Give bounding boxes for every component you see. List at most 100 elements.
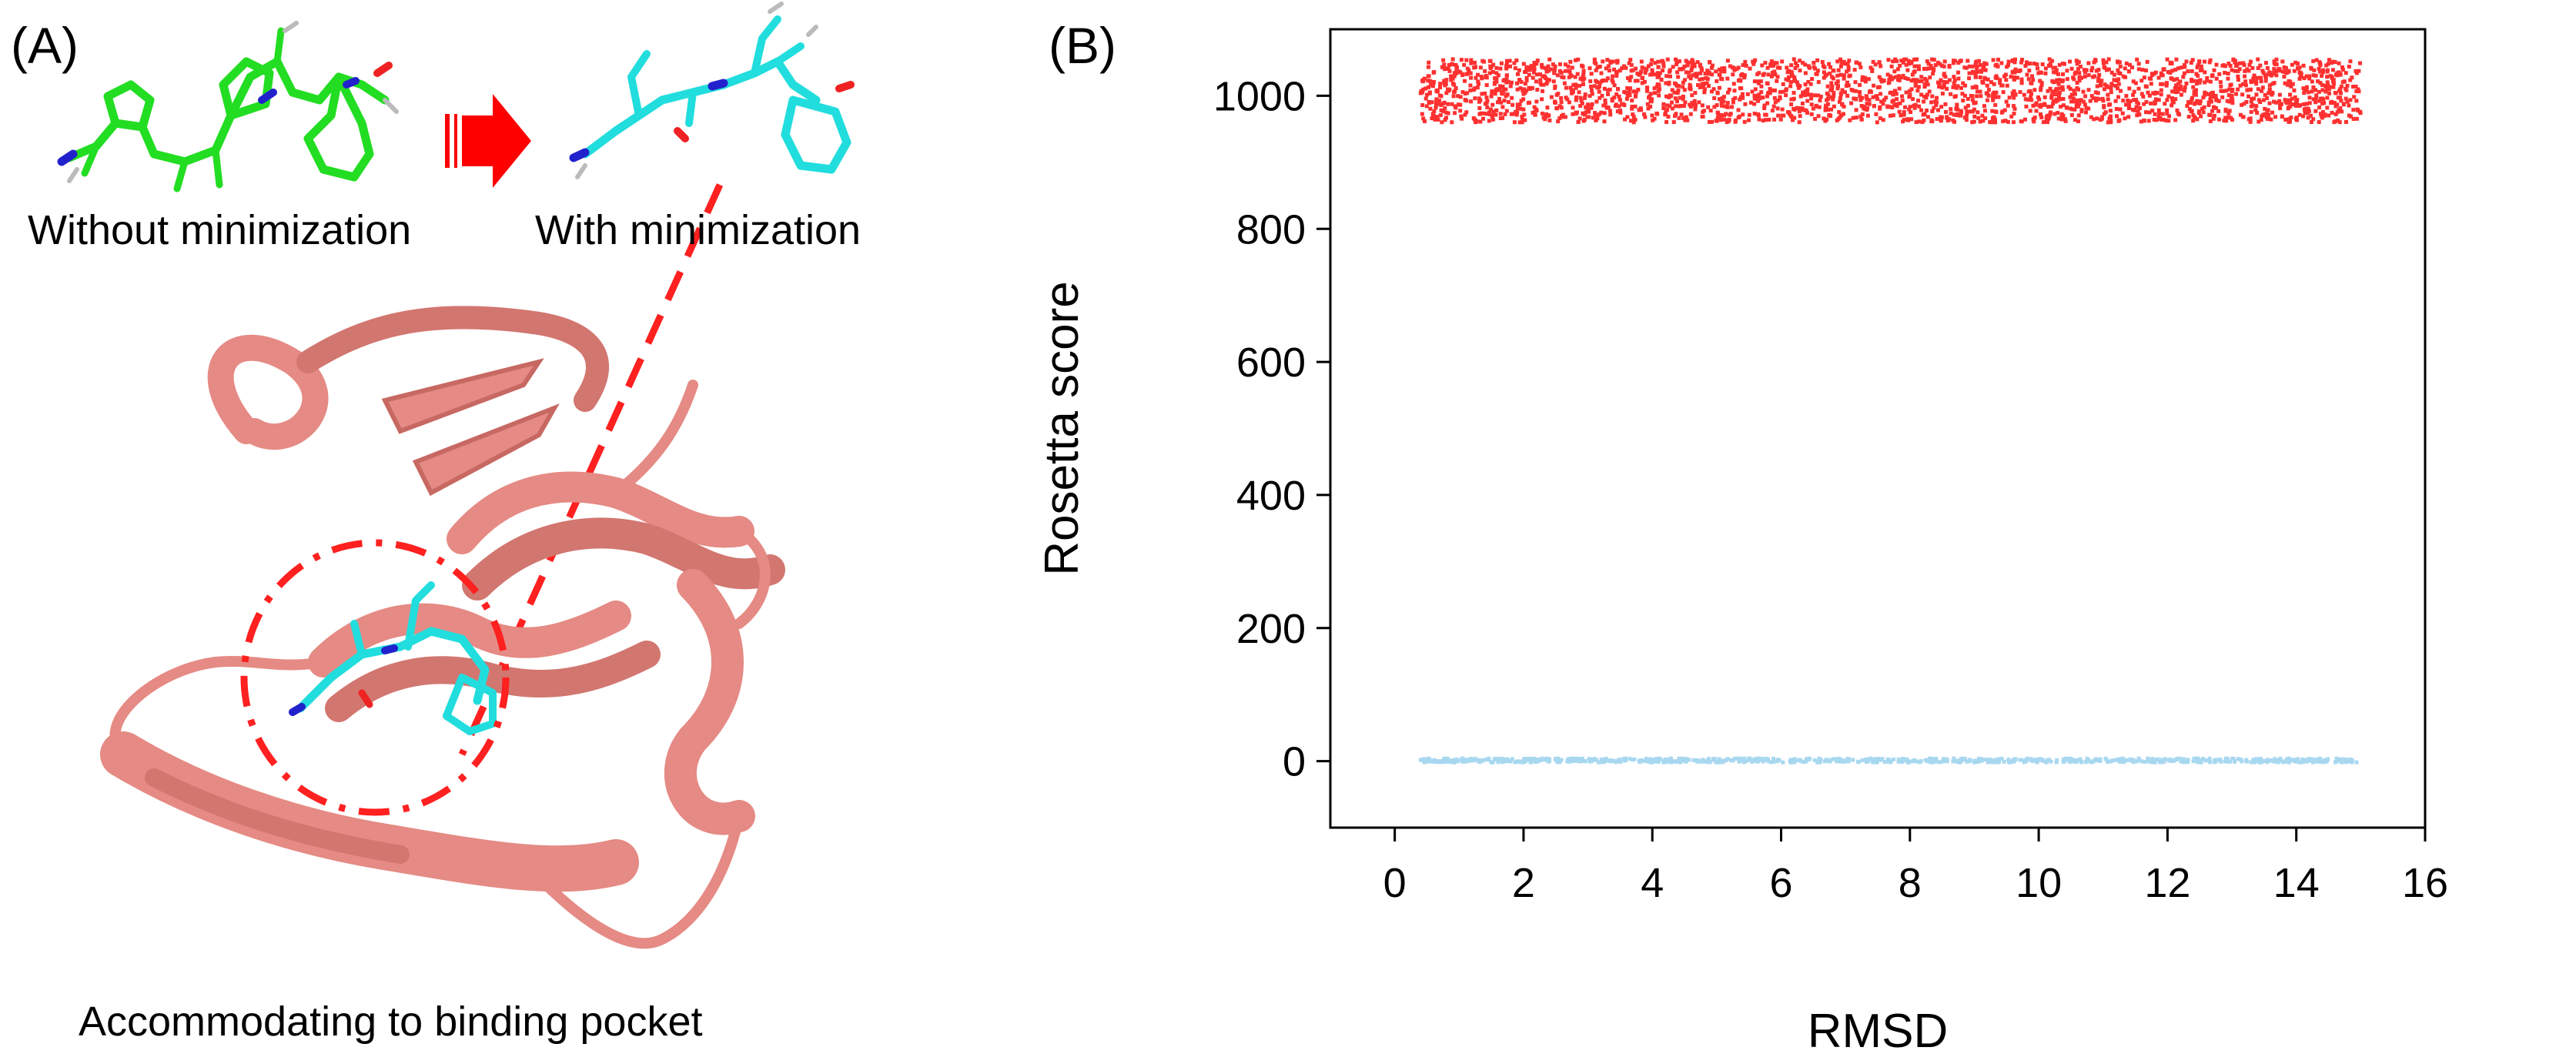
data-point-series-2 bbox=[1510, 757, 1515, 761]
data-point-series-1 bbox=[2192, 89, 2196, 94]
data-point-series-1 bbox=[1679, 112, 1684, 117]
data-point-series-1 bbox=[1678, 95, 1682, 100]
data-point-series-1 bbox=[1700, 114, 1705, 119]
data-point-series-1 bbox=[2283, 81, 2287, 85]
data-point-series-1 bbox=[1842, 104, 1846, 109]
data-point-series-1 bbox=[2340, 80, 2345, 85]
data-point-series-1 bbox=[1674, 104, 1678, 109]
data-point-series-1 bbox=[1590, 88, 1594, 92]
data-point-series-1 bbox=[2290, 96, 2294, 101]
data-point-series-1 bbox=[1798, 94, 1803, 99]
data-point-series-2 bbox=[1718, 759, 1723, 764]
data-point-series-1 bbox=[2041, 120, 2046, 125]
data-point-series-1 bbox=[2106, 67, 2111, 72]
data-point-series-1 bbox=[2174, 83, 2179, 88]
data-point-series-1 bbox=[1795, 82, 1800, 87]
data-point-series-1 bbox=[2187, 107, 2192, 112]
data-point-series-1 bbox=[2071, 96, 2076, 101]
data-point-series-1 bbox=[2054, 92, 2059, 97]
data-point-series-1 bbox=[2095, 96, 2099, 101]
data-point-series-1 bbox=[2083, 74, 2087, 79]
data-point-series-2 bbox=[1931, 760, 1935, 765]
data-point-series-1 bbox=[2038, 70, 2042, 75]
data-point-series-1 bbox=[1553, 100, 1557, 105]
data-point-series-1 bbox=[1614, 92, 1619, 97]
data-point-series-1 bbox=[1607, 87, 1612, 92]
data-point-series-1 bbox=[1428, 106, 1433, 111]
data-point-series-1 bbox=[1769, 74, 1774, 79]
data-point-series-1 bbox=[1701, 82, 1706, 86]
data-point-series-1 bbox=[1630, 104, 1634, 109]
data-point-series-1 bbox=[1972, 114, 1977, 119]
data-point-series-2 bbox=[1987, 758, 1992, 762]
data-point-series-1 bbox=[1527, 72, 1531, 77]
data-point-series-1 bbox=[1762, 106, 1767, 111]
data-point-series-1 bbox=[1935, 116, 1939, 121]
data-point-series-1 bbox=[1687, 74, 1691, 79]
data-point-series-1 bbox=[1426, 65, 1430, 69]
data-point-series-1 bbox=[1792, 115, 1797, 120]
data-point-series-1 bbox=[2056, 94, 2061, 99]
data-point-series-1 bbox=[2012, 77, 2017, 82]
data-point-series-2 bbox=[1944, 758, 1949, 762]
data-point-series-1 bbox=[1463, 112, 1467, 117]
data-point-series-1 bbox=[1523, 118, 1527, 122]
data-point-series-1 bbox=[2254, 79, 2259, 83]
data-point-series-2 bbox=[1628, 757, 1632, 761]
data-point-series-1 bbox=[1665, 103, 1670, 108]
data-point-series-2 bbox=[2049, 759, 2053, 764]
data-point-series-1 bbox=[2127, 105, 2132, 110]
data-point-series-1 bbox=[1557, 115, 1562, 120]
data-point-series-1 bbox=[1499, 61, 1504, 65]
data-point-series-1 bbox=[2116, 95, 2121, 99]
data-point-series-1 bbox=[2263, 92, 2267, 97]
data-point-series-1 bbox=[1931, 72, 1935, 76]
data-point-series-1 bbox=[2191, 85, 2196, 89]
data-point-series-1 bbox=[2324, 63, 2329, 68]
data-point-series-1 bbox=[1766, 72, 1771, 77]
data-point-series-1 bbox=[1446, 66, 1450, 71]
data-point-series-1 bbox=[2283, 98, 2287, 102]
data-point-series-1 bbox=[1552, 68, 1557, 72]
data-point-series-1 bbox=[1761, 72, 1765, 77]
data-point-series-1 bbox=[2258, 63, 2263, 68]
data-point-series-1 bbox=[1842, 73, 1846, 78]
data-point-series-1 bbox=[1933, 63, 1938, 68]
data-point-series-1 bbox=[1442, 100, 1447, 105]
plot-area bbox=[1329, 28, 2427, 829]
data-point-series-1 bbox=[2074, 59, 2079, 63]
data-point-series-1 bbox=[1574, 82, 1578, 87]
data-point-series-1 bbox=[1786, 69, 1791, 73]
data-point-series-1 bbox=[1462, 62, 1467, 67]
data-point-series-1 bbox=[2230, 101, 2235, 105]
data-point-series-1 bbox=[1534, 108, 1539, 112]
data-point-series-1 bbox=[2137, 112, 2142, 117]
data-point-series-1 bbox=[1899, 113, 1903, 118]
data-point-series-1 bbox=[1765, 94, 1770, 99]
data-point-series-2 bbox=[1643, 759, 1648, 764]
data-point-series-1 bbox=[1961, 99, 1965, 103]
data-point-series-1 bbox=[2320, 113, 2325, 118]
data-point-series-1 bbox=[1453, 111, 1457, 115]
data-point-series-1 bbox=[1976, 115, 1981, 120]
data-point-series-1 bbox=[1669, 100, 1674, 105]
data-point-series-1 bbox=[2267, 112, 2271, 117]
data-point-series-1 bbox=[2170, 69, 2175, 73]
data-point-series-1 bbox=[2147, 110, 2152, 115]
data-point-series-1 bbox=[1986, 88, 1991, 92]
data-point-series-1 bbox=[2175, 77, 2180, 82]
data-point-series-1 bbox=[2358, 111, 2363, 115]
data-point-series-1 bbox=[2338, 72, 2343, 77]
data-point-series-1 bbox=[1560, 114, 1564, 119]
data-point-series-1 bbox=[1868, 65, 1873, 70]
data-point-series-1 bbox=[1858, 89, 1862, 94]
data-point-series-1 bbox=[1771, 62, 1776, 66]
data-point-series-1 bbox=[1702, 109, 1707, 113]
data-point-series-1 bbox=[2203, 70, 2207, 75]
data-point-series-1 bbox=[1491, 112, 1496, 117]
data-point-series-1 bbox=[2263, 75, 2268, 80]
y-tick-label: 400 bbox=[1236, 473, 1306, 519]
data-point-series-1 bbox=[1934, 102, 1939, 107]
data-point-series-1 bbox=[2316, 79, 2320, 84]
data-point-series-1 bbox=[1851, 115, 1855, 120]
